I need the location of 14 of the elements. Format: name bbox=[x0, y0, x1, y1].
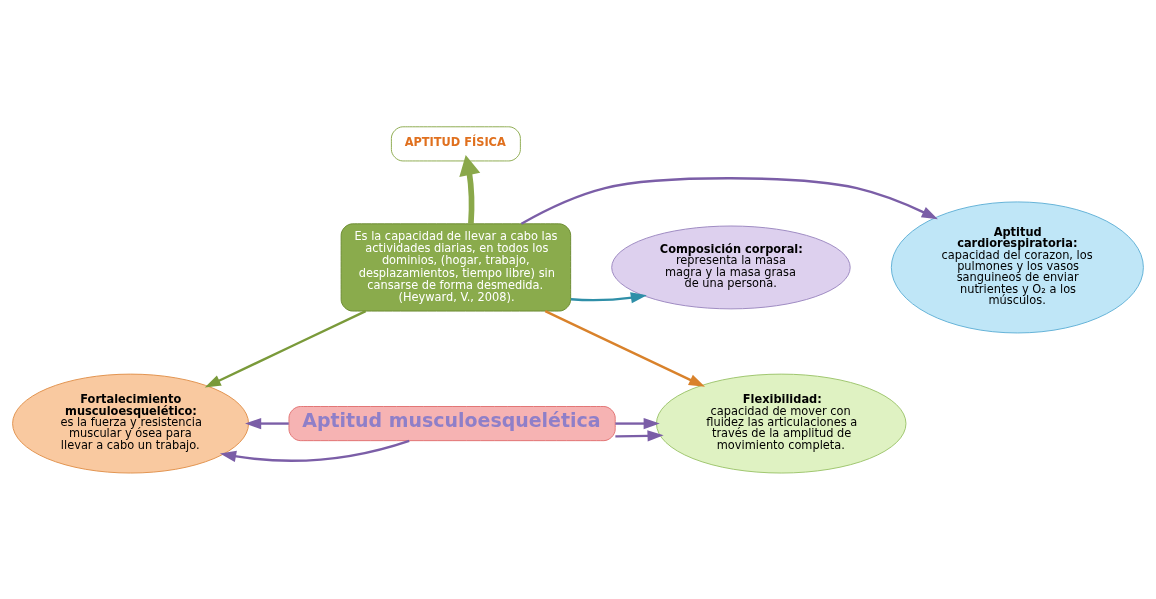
arrow bbox=[245, 417, 289, 429]
arrow bbox=[520, 176, 938, 225]
node-ellipse: Aptitud cardiorespiratoria: capacidad del corazon, los pulmones y los vasos sanguineos de enviar nutrientes y O₂ a los músculos. bbox=[890, 200, 1144, 333]
arrow bbox=[615, 417, 660, 429]
node-box: Aptitud musculoesquelética bbox=[288, 405, 616, 441]
arrow bbox=[570, 291, 647, 303]
node-box: APTITUD FÍSICA bbox=[390, 125, 521, 161]
arrow bbox=[544, 309, 706, 387]
node-ellipse: Composición corporal: representa la masa magra y la masa grasa de una persona. bbox=[611, 225, 851, 309]
arrow bbox=[219, 439, 410, 462]
node-box: Es la capacidad de llevar a cabo las actividades diarias, en todos los dominios, (hogar, trabajo, desplazamientos, tiempo libre) sin cansarse de forma desmedida. (Heyward, V., 2008). bbox=[340, 222, 572, 312]
arrow bbox=[204, 309, 367, 387]
arrow bbox=[615, 429, 664, 442]
arrow bbox=[459, 154, 481, 224]
